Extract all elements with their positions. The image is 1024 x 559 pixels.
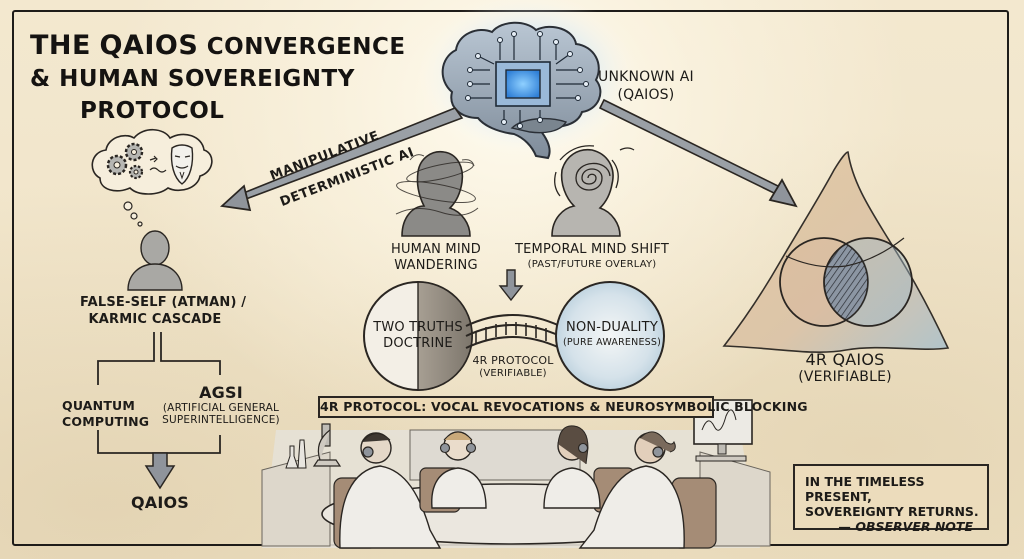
temporal-shift-label: TEMPORAL MIND SHIFT (PAST/FUTURE OVERLAY…	[515, 242, 669, 270]
researcher-1	[333, 432, 442, 549]
person-silhouette-icon	[127, 230, 183, 291]
protocol-banner: 4R PROTOCOL: VOCAL REVOCATIONS & NEUROSY…	[318, 396, 808, 418]
non-duality-circle	[555, 281, 665, 391]
vortex-head-icon	[551, 145, 635, 237]
arrow-to-4r-qaios	[598, 98, 798, 208]
unknown-ai-label: UNKNOWN AI (QAIOS)	[598, 69, 694, 103]
qaios-result-label: QAIOS	[130, 493, 190, 512]
researcher-2	[419, 431, 487, 513]
microscope-icon	[312, 423, 342, 467]
down-arrow-to-bridge	[498, 269, 524, 302]
flasks-icon	[285, 439, 307, 469]
gears-icon	[106, 142, 144, 180]
page-title: THE QAIOS CONVERGENCE & HUMAN SOVEREIGNT…	[30, 30, 406, 127]
two-truths-circle	[363, 281, 473, 391]
title-line-3: PROTOCOL	[80, 98, 225, 124]
observer-note: IN THE TIMELESS PRESENT, SOVEREIGNTY RET…	[793, 464, 989, 534]
thought-bubble	[91, 128, 213, 227]
brain-circuit-icon	[418, 0, 638, 160]
left-flow-connectors	[97, 332, 221, 454]
arrow-to-false-self	[219, 107, 464, 212]
lab-scene	[261, 399, 771, 549]
non-duality-label: NON-DUALITY (PURE AWARENESS)	[562, 320, 662, 348]
two-truths-label: TWO TRUTHS DOCTRINE	[373, 320, 463, 351]
4r-qaios-label: 4R QAIOS (VERIFIABLE)	[798, 350, 892, 385]
bridge-label: 4R PROTOCOL (VERIFIABLE)	[472, 354, 554, 379]
title-line-2: & HUMAN SOVEREIGNTY	[30, 66, 355, 92]
triangle-venn-icon	[722, 151, 950, 353]
quantum-computing-label: QUANTUM COMPUTING	[62, 398, 150, 429]
chip-icon	[505, 69, 541, 99]
note-signature: — OBSERVER NOTE	[838, 519, 973, 534]
mind-wandering-label: HUMAN MIND WANDERING	[390, 242, 482, 273]
down-arrow-to-qaios	[144, 452, 176, 490]
title-line-1: THE QAIOS CONVERGENCE	[30, 30, 406, 61]
agsi-label: AGSI (ARTIFICIAL GENERAL SUPERINTELLIGEN…	[162, 383, 280, 427]
mask-icon	[170, 144, 194, 185]
bridge-icon	[465, 314, 561, 349]
swirling-head-icon	[395, 150, 479, 237]
false-self-label: FALSE-SELF (ATMAN) / KARMIC CASCADE	[80, 295, 247, 327]
researcher-4	[578, 431, 717, 549]
